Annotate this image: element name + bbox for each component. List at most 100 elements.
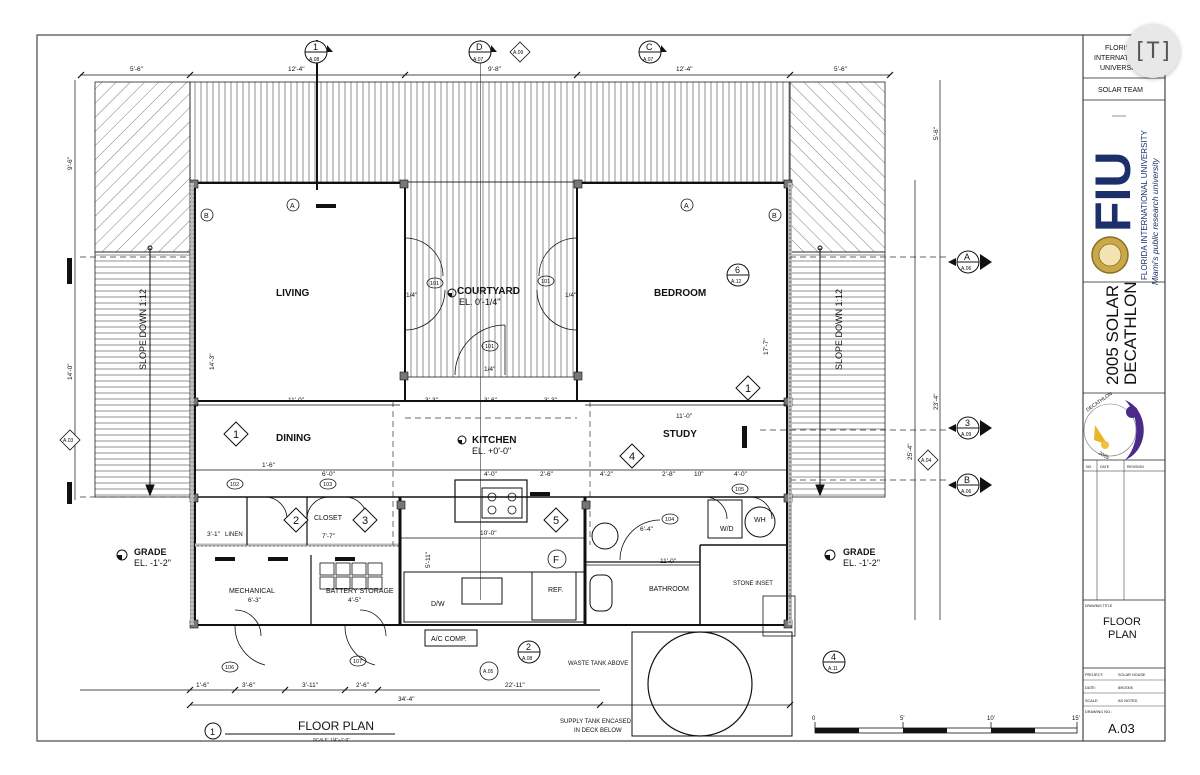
svg-text:10'-0": 10'-0"	[480, 530, 497, 537]
svg-text:2'-6": 2'-6"	[540, 471, 554, 478]
svg-text:A.12: A.12	[731, 279, 742, 285]
drawing-title-group: 1 FLOOR PLAN SCALE: 1/4"=1'-0"	[204, 719, 395, 742]
svg-text:104: 104	[665, 517, 674, 523]
callout-triangles	[327, 45, 992, 493]
svg-text:5: 5	[553, 515, 559, 527]
building-walls	[189, 179, 793, 629]
svg-text:10": 10"	[694, 471, 704, 478]
svg-text:A/C COMP.: A/C COMP.	[431, 636, 467, 643]
svg-text:15': 15'	[1072, 716, 1080, 722]
svg-text:A.05: A.05	[483, 669, 494, 675]
svg-text:A.04: A.04	[921, 458, 932, 464]
svg-text:25'-4": 25'-4"	[907, 443, 914, 460]
event-title-1: 2005 SOLAR	[1103, 285, 1122, 385]
svg-text:103: 103	[323, 482, 332, 488]
room-labels: LIVING BEDROOM COURTYARD EL. 0'-1/4" DIN…	[225, 286, 773, 608]
svg-text:2: 2	[293, 515, 299, 527]
door-tag-numbers: 101 101 101 102 103 104 105 106 107	[225, 279, 744, 671]
svg-text:B: B	[964, 475, 970, 485]
svg-text:12'-4": 12'-4"	[676, 66, 693, 73]
svg-text:3'-1": 3'-1"	[207, 531, 221, 538]
svg-text:1/4": 1/4"	[565, 292, 577, 299]
svg-text:C: C	[646, 42, 653, 52]
room-label-courtyard-el: EL. 0'-1/4"	[459, 297, 500, 307]
door-swings	[234, 237, 773, 666]
svg-text:8/9/2005: 8/9/2005	[1118, 686, 1133, 690]
decathlon-word: DECATHLON	[1085, 391, 1114, 414]
svg-text:SCALE:: SCALE:	[1085, 699, 1099, 703]
svg-text:5': 5'	[900, 716, 904, 722]
grade-markers	[116, 288, 836, 561]
svg-text:12'-4": 12'-4"	[288, 66, 305, 73]
svg-text:23'-4": 23'-4"	[933, 393, 940, 410]
svg-text:4'-2": 4'-2"	[600, 471, 614, 478]
room-label-wd: W/D	[720, 526, 734, 533]
svg-text:A.11: A.11	[828, 666, 838, 672]
ac-compressor: A/C COMP.	[424, 629, 478, 647]
room-label-dw: D/W	[431, 601, 445, 608]
svg-text:2'-6": 2'-6"	[356, 682, 370, 689]
svg-text:6'-0": 6'-0"	[322, 471, 336, 478]
svg-text:NO.: NO.	[1086, 465, 1092, 469]
svg-text:34'-4": 34'-4"	[398, 696, 415, 703]
roof-deck-hatching	[94, 81, 886, 498]
svg-text:5'-11": 5'-11"	[425, 551, 432, 568]
sheet-border	[36, 34, 1166, 742]
svg-text:102: 102	[230, 482, 239, 488]
supply-tank-note-2: IN DECK BELOW	[574, 728, 622, 734]
svg-text:F: F	[553, 555, 559, 566]
door-tags	[221, 275, 749, 673]
svg-text:4'-5": 4'-5"	[348, 597, 362, 604]
svg-text:A: A	[290, 203, 295, 210]
fiu-logo-letters: FIU	[1085, 151, 1141, 232]
svg-text:1/4": 1/4"	[406, 292, 418, 299]
svg-text:107: 107	[353, 659, 362, 665]
svg-text:3'-6": 3'-6"	[242, 682, 256, 689]
svg-text:5'-6": 5'-6"	[130, 66, 144, 73]
scale-bar: 0 5' 10' 15'	[812, 716, 1080, 734]
svg-text:9'-8": 9'-8"	[488, 66, 502, 73]
room-label-dining: DINING	[276, 433, 311, 444]
svg-text:A: A	[684, 203, 689, 210]
svg-text:1: 1	[233, 429, 239, 441]
section-marks	[67, 40, 747, 600]
svg-text:17'-7": 17'-7"	[763, 338, 770, 355]
callout-labels: 1 A.08 D A.07 C A.07 A A.06 3 A.09 B A.0…	[309, 42, 972, 672]
svg-text:9'-6": 9'-6"	[67, 156, 74, 170]
keynote-diamonds	[223, 375, 761, 533]
drawing-scale: SCALE: 1/4"=1'-0"	[313, 737, 350, 742]
svg-text:2'-8": 2'-8"	[662, 471, 676, 478]
section-callout-shapes	[304, 40, 980, 674]
drawing-title-label: DRAWING TITLE	[1085, 604, 1113, 608]
svg-text:7'-7": 7'-7"	[322, 533, 336, 540]
grade-el-right: EL. -1'-2"	[843, 558, 880, 568]
dimension-lines	[74, 71, 941, 709]
event-title-2: DECATHLON	[1121, 281, 1140, 385]
room-label-wh: WH	[754, 517, 766, 524]
svg-text:DATE:: DATE:	[1085, 686, 1096, 690]
team-name: SOLAR TEAM	[1098, 87, 1143, 94]
svg-text:101: 101	[541, 279, 550, 285]
svg-text:A.08: A.08	[522, 656, 533, 662]
svg-text:4'-0": 4'-0"	[734, 471, 748, 478]
svg-text:101: 101	[485, 344, 494, 350]
svg-text:PROJECT:: PROJECT:	[1085, 673, 1103, 677]
svg-text:1'-6": 1'-6"	[262, 462, 276, 469]
hidden-lines	[80, 256, 950, 545]
svg-text:3'-6": 3'-6"	[484, 397, 498, 404]
svg-text:A.09: A.09	[513, 50, 524, 56]
svg-text:3'-3": 3'-3"	[544, 397, 558, 404]
svg-text:DATE: DATE	[1100, 465, 1110, 469]
svg-text:1: 1	[210, 727, 215, 737]
svg-text:3: 3	[362, 515, 368, 527]
svg-text:1'-6": 1'-6"	[196, 682, 210, 689]
room-label-closet: CLOSET	[314, 515, 343, 522]
svg-text:3: 3	[965, 418, 970, 428]
svg-text:11'-0": 11'-0"	[676, 413, 693, 420]
scan-text-button[interactable]: [T]	[1126, 24, 1180, 78]
title-block: FLORIDA INTERNATIONAL UNIVERSITY SOLAR T…	[1083, 45, 1165, 736]
sheet-number: A.03	[1108, 721, 1135, 736]
scan-text-icon: [T]	[1133, 38, 1173, 64]
svg-text:A.09: A.09	[961, 432, 972, 438]
room-label-courtyard: COURTYARD	[457, 286, 520, 297]
